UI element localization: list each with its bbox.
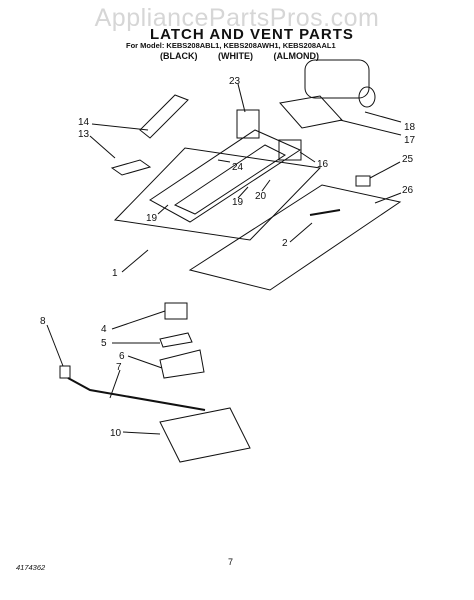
page-number: 7 [228,557,234,567]
callout-6: 6 [119,351,125,362]
callout-24: 24 [232,162,244,173]
part-16 [278,139,302,161]
color-black: (BLACK) [160,51,198,61]
callout-14: 14 [78,117,90,128]
part-14-vent [139,94,189,139]
model-numbers: For Model: KEBS208ABL1, KEBS208AWH1, KEB… [126,41,336,50]
color-white: (WHITE) [218,51,254,61]
part-26-panel [188,184,402,291]
callout-26: 26 [402,185,414,196]
callout-19: 19 [232,197,244,208]
callout-1: 1 [112,268,118,279]
part-10-latch [159,407,251,463]
callout-20: 20 [255,191,267,202]
part-18-motor [304,59,370,99]
callout-4: 4 [101,324,107,335]
callout-13: 13 [78,129,90,140]
part-15-duct [149,129,302,223]
part-13-filter [110,159,152,176]
watermark: AppliancePartsPros.com [94,4,380,32]
callout-5: 5 [101,338,107,349]
color-legend: (BLACK) (WHITE) (ALMOND) [160,51,337,61]
callout-25: 25 [402,154,414,165]
page-title: LATCH AND VENT PARTS [150,26,354,43]
callout-18: 18 [404,122,416,133]
callout-23: 23 [229,76,241,87]
callout-10: 10 [110,428,122,439]
document-number: 4174362 [16,563,46,572]
callout-15: 19 [146,213,158,224]
callout-17: 17 [404,135,416,146]
callout-8: 8 [40,316,46,327]
part-25-clip [355,175,371,187]
part-5 [159,332,193,348]
part-8 [59,365,71,379]
callout-16: 16 [317,159,329,170]
color-almond: (ALMOND) [273,51,320,61]
part-23 [236,109,260,139]
callout-2: 2 [282,238,288,249]
part-2-strip [309,209,341,216]
part-7-rod [67,377,206,411]
part-1-panel [113,147,322,241]
callout-7: 7 [116,362,122,373]
part-6 [159,349,205,379]
